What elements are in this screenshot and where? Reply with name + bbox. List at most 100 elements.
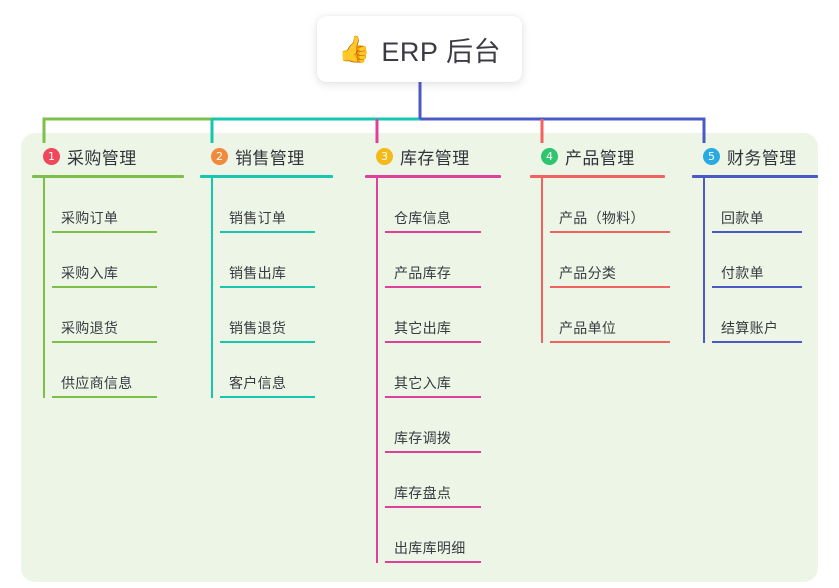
branch-item-underline [712,231,802,233]
branch-item[interactable]: 出库库明细 [385,508,481,563]
branch-item-label: 销售出库 [229,265,287,281]
branch-items: 产品（物料） 产品分类产品单位 [530,178,670,343]
branch-item-label: 结算账户 [721,320,779,336]
branch-item-underline [385,506,481,508]
branch-item-underline [550,286,670,288]
branch-header-2[interactable]: 2 销售管理 [200,143,333,169]
branch-item[interactable]: 产品（物料） [550,178,670,233]
branch-number-badge: 2 [211,147,228,165]
branch-header-4[interactable]: 4 产品管理 [530,143,665,169]
branch-item-label: 出库库明细 [394,540,466,556]
branch-item-label: 库存盘点 [394,485,452,501]
branch-underline [530,175,665,178]
branch-trunk-line [703,178,705,343]
branch-header-3[interactable]: 3 库存管理 [365,143,501,169]
branch-item[interactable]: 产品单位 [550,288,670,343]
branch-item[interactable]: 客户信息 [220,343,315,398]
branch-item[interactable]: 其它出库 [385,288,481,343]
branch-column-4: 4 产品管理产品（物料） 产品分类产品单位 [530,143,670,343]
root-node[interactable]: 👍 ERP 后台 [317,16,522,82]
branch-item-underline [220,231,315,233]
branch-item[interactable]: 销售出库 [220,233,315,288]
branch-items: 销售订单销售出库销售退货客户信息 [200,178,333,398]
branch-item-label: 产品单位 [559,320,617,336]
branch-column-3: 3 库存管理仓库信息产品库存其它出库其它入库库存调拨库存盘点出库库明细 [365,143,501,563]
branch-item[interactable]: 产品库存 [385,233,481,288]
branch-trunk-line [541,178,543,343]
branch-item-underline [385,451,481,453]
branch-item-label: 付款单 [721,265,764,281]
branch-item-label: 其它出库 [394,320,452,336]
branch-item[interactable]: 产品分类 [550,233,670,288]
branch-title: 产品管理 [565,148,635,168]
branch-item-underline [52,341,157,343]
branch-item-underline [52,286,157,288]
branch-item-underline [220,341,315,343]
branch-item-underline [712,286,802,288]
branch-underline [200,175,333,178]
branch-item-label: 采购入库 [61,265,119,281]
branch-number-badge: 5 [703,147,720,165]
branch-item-underline [385,231,481,233]
branch-item-label: 供应商信息 [61,375,133,391]
thumbs-up-icon: 👍 [338,34,371,64]
branch-item-label: 客户信息 [229,375,287,391]
root-node-content: 👍 ERP 后台 [338,30,501,69]
branch-title: 库存管理 [400,148,470,168]
branch-column-5: 5 财务管理回款单付款单结算账户 [692,143,818,343]
branch-item[interactable]: 采购入库 [52,233,157,288]
branch-item[interactable]: 销售退货 [220,288,315,343]
branch-item-label: 销售退货 [229,320,287,336]
branch-trunk-line [376,178,378,563]
branch-title: 销售管理 [235,148,305,168]
branch-trunk-line [43,178,45,398]
branch-item[interactable]: 结算账户 [712,288,802,343]
branch-item[interactable]: 回款单 [712,178,802,233]
branch-item-underline [385,341,481,343]
branch-item-label: 采购退货 [61,320,119,336]
branch-item[interactable]: 销售订单 [220,178,315,233]
branch-item-underline [385,561,481,563]
branch-item-underline [385,286,481,288]
branch-column-2: 2 销售管理销售订单销售出库销售退货客户信息 [200,143,333,398]
branch-item-underline [52,231,157,233]
branch-item-label: 回款单 [721,210,764,226]
branch-header-5[interactable]: 5 财务管理 [692,143,818,169]
branch-item[interactable]: 其它入库 [385,343,481,398]
branch-title: 财务管理 [727,148,797,168]
branch-item-underline [712,341,802,343]
branch-item-underline [550,341,670,343]
branch-number-badge: 3 [376,147,393,165]
branch-item-label: 销售订单 [229,210,287,226]
branch-item[interactable]: 仓库信息 [385,178,481,233]
branch-item-underline [550,231,670,233]
branch-items: 采购订单采购入库采购退货供应商信息 [32,178,184,398]
branch-number-badge: 4 [541,147,558,165]
branch-item-underline [220,396,315,398]
branch-item[interactable]: 采购订单 [52,178,157,233]
branch-item-label: 产品（物料） [559,210,645,226]
branch-item-label: 产品库存 [394,265,452,281]
branch-item[interactable]: 采购退货 [52,288,157,343]
branch-item-label: 库存调拨 [394,430,452,446]
branch-number-badge: 1 [43,147,60,165]
branch-item-label: 产品分类 [559,265,617,281]
branch-item[interactable]: 库存调拨 [385,398,481,453]
branch-item[interactable]: 供应商信息 [52,343,157,398]
branch-item[interactable]: 库存盘点 [385,453,481,508]
branch-item-underline [52,396,157,398]
root-node-title: ERP 后台 [381,36,501,67]
branch-underline [692,175,818,178]
branch-item[interactable]: 付款单 [712,233,802,288]
branch-item-label: 采购订单 [61,210,119,226]
branch-item-underline [220,286,315,288]
branch-items: 回款单付款单结算账户 [692,178,818,343]
branch-item-underline [385,396,481,398]
branch-underline [365,175,501,178]
branch-item-label: 其它入库 [394,375,452,391]
branch-item-label: 仓库信息 [394,210,452,226]
branch-trunk-line [211,178,213,398]
